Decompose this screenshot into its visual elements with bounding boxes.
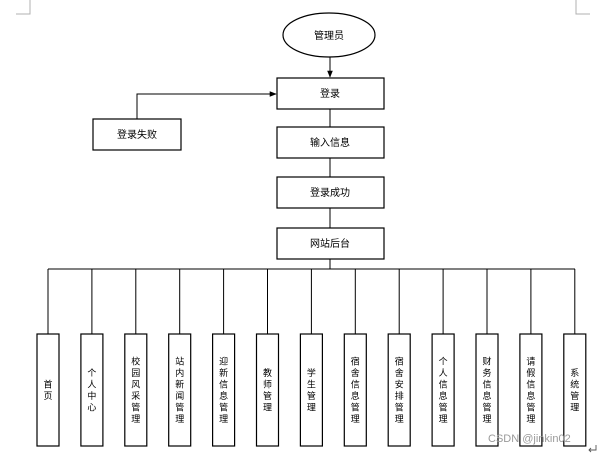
module-node: 请假信息管理 [519, 269, 543, 447]
module-box [563, 333, 587, 447]
input-info-box [276, 126, 385, 159]
module-label: 首页 [43, 378, 52, 402]
module-label: 校园风采管理 [131, 355, 140, 425]
module-box [255, 333, 280, 447]
login-success-node: 登录成功 [276, 176, 385, 209]
login-box [276, 77, 385, 110]
module-node: 个人信息管理 [431, 269, 455, 447]
module-box [124, 333, 148, 447]
module-node: 系统管理 [563, 269, 587, 447]
module-box [475, 333, 499, 447]
module-label: 学生管理 [307, 367, 316, 414]
module-node: 教师管理 [255, 269, 280, 447]
module-node: 站内新闻管理 [168, 269, 192, 447]
module-box [168, 333, 192, 447]
module-box [36, 333, 60, 447]
arrow-fail-to-login [136, 91, 277, 119]
page-corner-marks [16, 0, 590, 15]
actor-ellipse [282, 12, 376, 58]
csdn-watermark: CSDN @jinkin02 [488, 433, 571, 445]
module-node: 首页 [36, 269, 60, 447]
module-label: 请假信息管理 [526, 355, 535, 425]
module-label: 迎新信息管理 [219, 355, 228, 425]
login-fail-label: 登录失败 [117, 128, 157, 141]
module-label: 个人信息管理 [439, 356, 448, 425]
module-label: 财务信息管理 [482, 355, 491, 425]
login-fail-node: 登录失败 [92, 118, 182, 151]
login-success-label: 登录成功 [310, 186, 350, 199]
login-node: 登录 [276, 77, 385, 110]
module-label: 宿舍安排管理 [395, 355, 404, 425]
module-box [519, 333, 543, 447]
login-label: 登录 [320, 87, 340, 100]
module-box [343, 333, 367, 447]
module-box [387, 333, 411, 447]
module-box [212, 333, 236, 447]
input-info-label: 输入信息 [310, 136, 350, 149]
module-label: 站内新闻管理 [175, 355, 184, 425]
module-label: 宿舍信息管理 [351, 355, 360, 425]
actor-node: 管理员 [282, 12, 376, 58]
module-list: 首页 个人中心 校园风采管理 站内新闻管理 迎新信息管理 教师管理 学生管理 宿舍信息管理 宿舍… [36, 269, 587, 447]
module-label: 教师管理 [263, 367, 272, 414]
module-node: 校园风采管理 [124, 269, 148, 447]
backend-box [276, 227, 385, 260]
input-info-node: 输入信息 [276, 126, 385, 159]
module-node: 迎新信息管理 [212, 269, 236, 447]
module-box [299, 333, 323, 447]
module-node: 个人中心 [80, 269, 104, 447]
module-node: 宿舍信息管理 [343, 269, 367, 447]
module-node: 财务信息管理 [475, 269, 499, 447]
module-node: 宿舍安排管理 [387, 269, 411, 447]
backend-node: 网站后台 [276, 227, 385, 260]
actor-label: 管理员 [314, 29, 344, 42]
module-box [431, 333, 455, 447]
backend-label: 网站后台 [310, 237, 350, 250]
module-node: 学生管理 [299, 269, 323, 447]
login-fail-box [92, 118, 182, 151]
module-box [80, 333, 104, 447]
module-label: 系统管理 [570, 368, 579, 414]
module-label: 个人中心 [87, 368, 96, 414]
paragraph-return-mark [588, 445, 597, 453]
